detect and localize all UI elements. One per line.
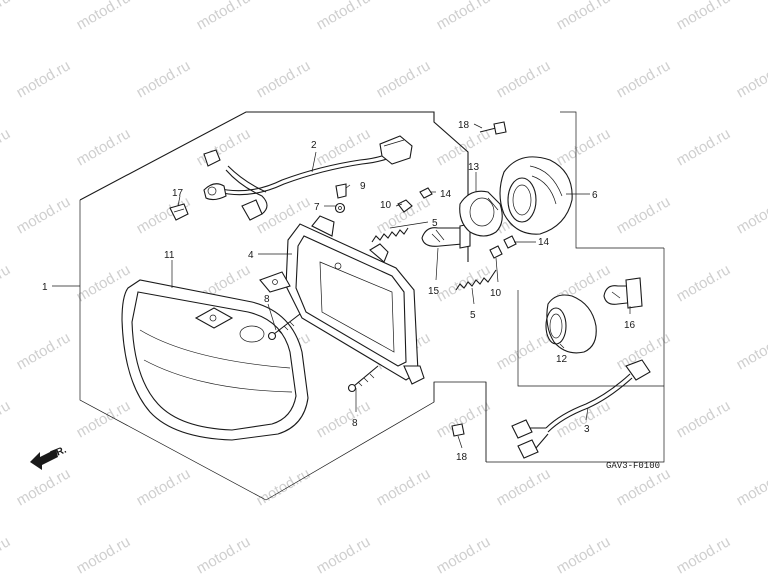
socket-ring [545,294,597,354]
position-bulb [603,277,643,309]
callout-12: 12 [556,354,568,365]
nut-14-lower [503,235,517,249]
watermark-text: motod.ru [734,329,768,373]
watermark-text: motod.ru [614,57,674,101]
watermark-text: motod.ru [374,57,434,101]
sub-harness [511,359,651,459]
nut-10-lower [489,245,503,259]
watermark-text: motod.ru [614,193,674,237]
callout-15: 15 [428,286,440,297]
callout-17: 17 [172,188,184,199]
watermark-text: motod.ru [0,397,13,441]
headlight-bulb [421,223,471,249]
watermark-text: motod.ru [554,0,614,33]
watermark-text: motod.ru [494,329,554,373]
wire-harness [203,135,413,221]
watermark-text: motod.ru [734,465,768,509]
callout-5-lower: 5 [470,310,476,321]
watermark-text: motod.ru [194,125,254,169]
watermark-text: motod.ru [434,533,494,576]
front-direction-arrow [30,449,58,470]
watermark-text: motod.ru [494,57,554,101]
screw-9 [334,183,347,214]
callout-18-lower: 18 [456,452,468,463]
callout-7: 7 [314,202,320,213]
screw-lower [347,365,379,393]
watermark-text: motod.ru [14,465,74,509]
headlight-case [259,215,425,385]
watermark-text: motod.ru [734,193,768,237]
watermark-text: motod.ru [314,0,374,33]
callout-3: 3 [584,424,590,435]
callout-13: 13 [468,162,480,173]
callout-9: 9 [360,181,366,192]
callout-14-lower: 14 [538,237,550,248]
callout-18-upper: 18 [458,120,470,131]
callout-8-lower: 8 [352,418,358,429]
assembly-outline [79,111,665,501]
callout-labels: 1 2 3 4 5 5 6 7 8 8 9 10 10 11 12 13 14 … [42,120,636,463]
watermark-text: motod.ru [494,465,554,509]
watermark-text: motod.ru [674,533,734,576]
screw-18-upper [479,121,507,135]
callout-1: 1 [42,282,48,293]
watermark-text: motod.ru [74,397,134,441]
watermark-text: motod.ru [194,0,254,33]
screw-upper [267,313,301,341]
bulb-socket [459,190,503,237]
watermark-text: motod.ru [74,125,134,169]
watermark-text: motod.ru [734,57,768,101]
callout-4: 4 [248,250,254,261]
headlight-lens [121,279,309,441]
watermark-text: motod.ru [74,533,134,576]
watermark-text: motod.ru [434,397,494,441]
callout-16: 16 [624,320,636,331]
watermark-text: motod.ru [554,125,614,169]
watermark-text: motod.ru [254,465,314,509]
callout-10-lower: 10 [490,288,502,299]
watermark-text: motod.ru [194,533,254,576]
watermark-text: motod.ru [554,533,614,576]
nut-14-upper [419,187,433,199]
watermark-text: motod.ru [0,533,13,576]
callout-10-upper: 10 [380,200,392,211]
watermark-text: motod.ru [0,0,13,33]
watermark-text: motod.ru [14,329,74,373]
leader-lines [52,123,631,449]
front-direction-label: FR. [49,444,68,460]
watermark-text: motod.ru [14,193,74,237]
watermark-text: motod.ru [374,465,434,509]
watermark-text: motod.ru [674,261,734,305]
watermark-text: motod.ru [0,125,13,169]
watermark-text: motod.ru [0,261,13,305]
spring-upper [371,227,409,243]
watermark-text: motod.ru [674,0,734,33]
watermark-text: motod.ru [74,0,134,33]
watermark-text: motod.ru [134,465,194,509]
callout-8-upper: 8 [264,294,270,305]
spring-lower [455,269,497,291]
bulb-small [169,203,189,221]
watermark-text: motod.ru [314,397,374,441]
watermark-text: motod.ru [434,261,494,305]
dust-cover [499,156,573,235]
screw-18-lower [451,423,465,437]
diagram-reference-code: GAV3-F0100 [606,461,660,471]
watermark-text: motod.ru [614,465,674,509]
callout-5-upper: 5 [432,218,438,229]
watermark-text: motod.ru [674,125,734,169]
watermark-text: motod.ru [134,57,194,101]
watermark-text: motod.ru [14,57,74,101]
watermark-text: motod.ru [314,533,374,576]
watermark-text: motod.ru [254,57,314,101]
callout-2: 2 [311,140,317,151]
callout-6: 6 [592,190,598,201]
callout-14-upper: 14 [440,189,452,200]
callout-11: 11 [164,250,175,261]
watermark-text: motod.ru [434,0,494,33]
watermark-text: motod.ru [674,397,734,441]
nut-10-upper [397,199,413,213]
